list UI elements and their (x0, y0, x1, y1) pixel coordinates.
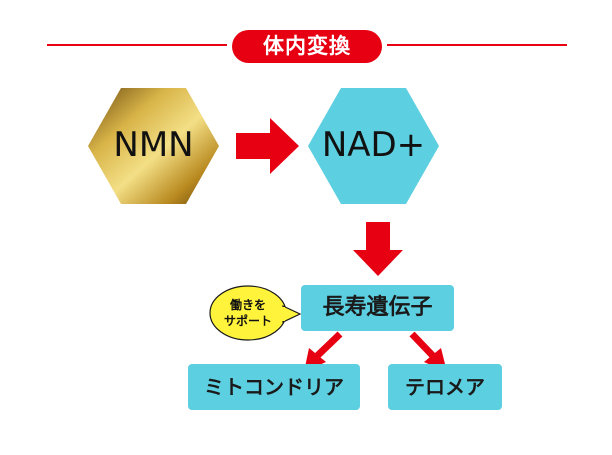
title-rule-right (387, 44, 567, 46)
nmn-label: NMN (113, 125, 194, 165)
arrow-down (353, 222, 403, 276)
mitochondria-label: ミトコンドリア (204, 375, 344, 399)
arrow-right (236, 118, 299, 174)
longevity-gene-box: 長寿遺伝子 (301, 285, 454, 331)
telomere-box: テロメア (388, 364, 502, 410)
callout-line-1: 働きを (229, 298, 266, 312)
callout-line-2: サポート (223, 314, 272, 328)
nmn-hexagon (88, 88, 219, 204)
nad-hexagon (308, 88, 439, 204)
longevity-gene-label: 長寿遺伝子 (322, 295, 433, 320)
title-pill: 体内変換 (232, 30, 382, 63)
title-text: 体内変換 (263, 34, 351, 58)
mitochondria-box: ミトコンドリア (188, 364, 360, 410)
nad-label: NAD+ (321, 125, 426, 165)
callout-text: 働きを サポート (212, 297, 284, 329)
telomere-label: テロメア (405, 375, 485, 399)
title-rule-left (47, 44, 227, 46)
callout-bubble (209, 285, 302, 341)
